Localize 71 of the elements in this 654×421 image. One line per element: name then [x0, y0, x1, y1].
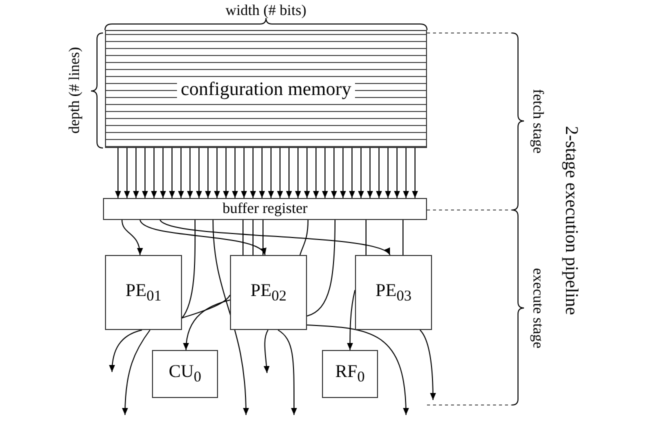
arrow	[340, 148, 346, 198]
arrow	[259, 148, 265, 198]
arrow	[278, 330, 297, 416]
register-file-box	[322, 350, 378, 398]
arrow	[160, 220, 390, 256]
arrow	[412, 148, 418, 198]
arrow	[268, 148, 274, 198]
arrow	[394, 148, 400, 198]
arrow	[223, 148, 229, 198]
connector-line	[262, 220, 264, 256]
stage-label: execute stage	[530, 268, 544, 348]
arrow	[205, 148, 211, 198]
arrow	[183, 300, 230, 350]
arrow	[140, 220, 266, 256]
box-label: RF$_{0}$	[335, 362, 365, 386]
arrow	[115, 148, 121, 198]
arrow	[250, 148, 256, 198]
arrow	[241, 148, 247, 198]
connector-line	[182, 220, 196, 318]
arrow	[349, 148, 355, 198]
arrow	[403, 148, 409, 198]
arrow	[122, 220, 143, 256]
control-unit-box	[152, 350, 218, 398]
arrow	[142, 148, 148, 198]
arrow	[420, 330, 436, 400]
arrow	[212, 220, 249, 416]
processing-element-box	[355, 255, 432, 330]
connector-line	[402, 220, 404, 256]
connector-line	[300, 220, 308, 256]
arrow	[286, 148, 292, 198]
arrow	[151, 148, 157, 198]
arrow	[367, 148, 373, 198]
arrow	[214, 148, 220, 198]
arrow	[304, 148, 310, 198]
connector-line	[252, 220, 254, 256]
arrow	[358, 148, 364, 198]
processing-element-box	[105, 255, 182, 330]
arrow	[122, 330, 150, 416]
stage-label: fetch stage	[530, 88, 544, 154]
arrow	[109, 330, 142, 372]
arrow	[385, 148, 391, 198]
arrow	[169, 148, 175, 198]
box-label: PE$_{02}$	[250, 280, 286, 304]
connector-line	[182, 294, 230, 318]
connector-line	[242, 220, 244, 256]
box-label: buffer register	[222, 202, 308, 216]
arrow	[331, 148, 337, 198]
arrow	[264, 330, 270, 374]
dimension-label: depth (# lines)	[68, 46, 82, 134]
pipeline-label: 2-stage execution pipeline	[563, 126, 581, 314]
register-box	[103, 198, 427, 220]
arrow	[196, 148, 202, 198]
arrow	[347, 290, 356, 350]
arrow	[322, 148, 328, 198]
arrow	[277, 148, 283, 198]
arrow	[295, 148, 301, 198]
arrow	[178, 148, 184, 198]
box-label: PE$_{01}$	[125, 280, 162, 304]
arrow	[160, 148, 166, 198]
box-label: CU$_{0}$	[168, 362, 202, 386]
arrow	[232, 148, 238, 198]
arrow	[133, 148, 139, 198]
arrow	[306, 324, 409, 416]
memory-array-box	[105, 30, 427, 148]
processing-element-box	[230, 255, 307, 330]
arrow	[124, 148, 130, 198]
connector-line	[306, 220, 336, 316]
box-label: PE$_{03}$	[375, 280, 412, 304]
arrow	[376, 148, 382, 198]
arrow	[313, 148, 319, 198]
arrow	[187, 148, 193, 198]
